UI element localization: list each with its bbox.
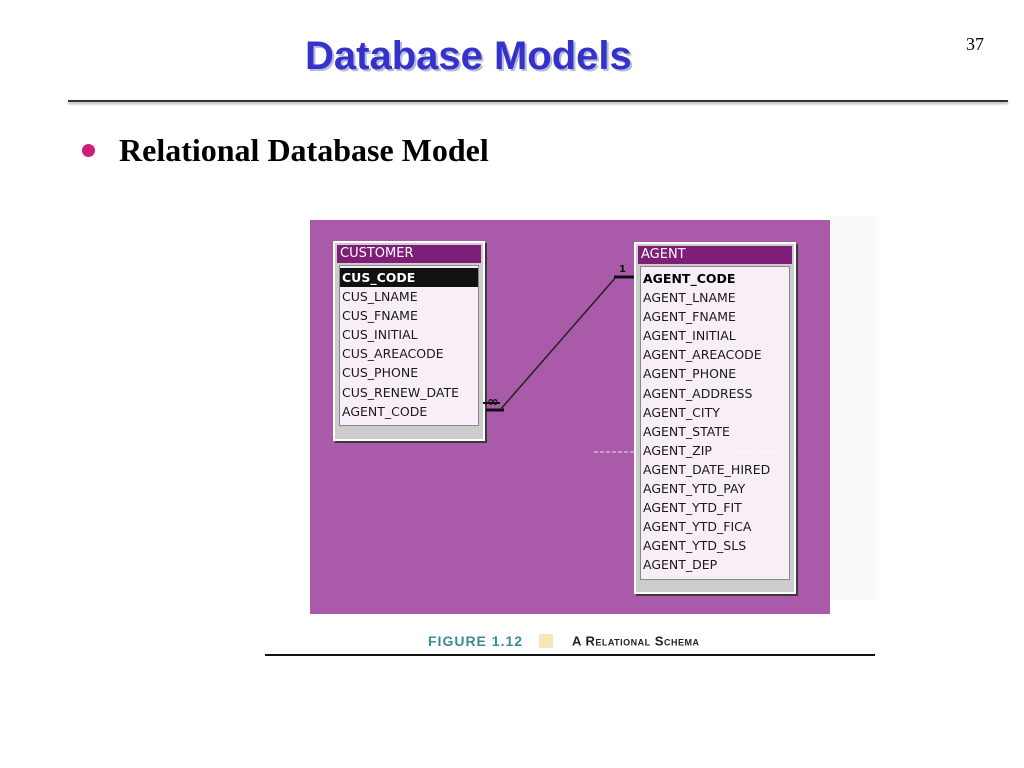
customer-field: AGENT_CODE: [342, 403, 428, 419]
agent-field-list: AGENT_CODE AGENT_LNAME AGENT_FNAME AGENT_IN…: [640, 266, 790, 580]
customer-field: CUS_INITIAL: [342, 327, 418, 343]
customer-field: CUS_FNAME: [342, 308, 418, 324]
agent-field: AGENT_YTD_FICA: [643, 519, 752, 535]
agent-field: AGENT_PHONE: [643, 366, 737, 382]
caption-rule: [265, 654, 875, 656]
agent-field: AGENT_STATE: [643, 423, 730, 439]
customer-field: CUS_PHONE: [342, 365, 419, 381]
agent-field: AGENT_INITIAL: [643, 328, 736, 344]
customer-table-header: CUSTOMER: [337, 245, 481, 263]
customer-field: CUS_RENEW_DATE: [342, 384, 460, 400]
agent-field: AGENT_YTD_SLS: [643, 538, 747, 554]
slide-title: Database Models: [305, 34, 632, 78]
agent-field: AGENT_FNAME: [643, 309, 736, 325]
bullet-text: Relational Database Model: [119, 132, 489, 168]
caption-swatch: [539, 633, 554, 648]
bullet-dot-icon: [82, 144, 95, 157]
agent-field: AGENT_ADDRESS: [643, 385, 753, 401]
title-divider: [68, 100, 1008, 102]
caption-text: A Relational Schema: [571, 633, 700, 649]
agent-field: AGENT_ZIP: [643, 442, 712, 458]
customer-field: CUS_LNAME: [342, 289, 418, 305]
relationship-one-label: 1: [619, 264, 626, 275]
figure-edge: [830, 216, 876, 600]
figure-caption: FIGURE 1.12 A Relational Schema: [428, 632, 699, 652]
agent-field: AGENT_YTD_FIT: [643, 500, 742, 516]
agent-field: AGENT_LNAME: [643, 290, 736, 306]
agent-table-header: AGENT: [638, 246, 792, 264]
agent-field: AGENT_YTD_PAY: [643, 481, 746, 497]
agent-field: AGENT_CITY: [643, 404, 720, 420]
caption-figure-number: FIGURE 1.12: [428, 632, 524, 649]
customer-field: CUS_CODE: [340, 268, 478, 288]
page-number: 37: [966, 34, 984, 54]
customer-field: CUS_AREACODE: [342, 346, 444, 362]
agent-field: AGENT_CODE: [643, 271, 736, 286]
relationship-many-label: ∞: [487, 394, 499, 410]
agent-field: AGENT_AREACODE: [643, 347, 762, 363]
agent-field: AGENT_DATE_HIRED: [643, 461, 771, 477]
relationship-line: [499, 276, 617, 411]
agent-field: AGENT_DEP: [643, 557, 718, 573]
